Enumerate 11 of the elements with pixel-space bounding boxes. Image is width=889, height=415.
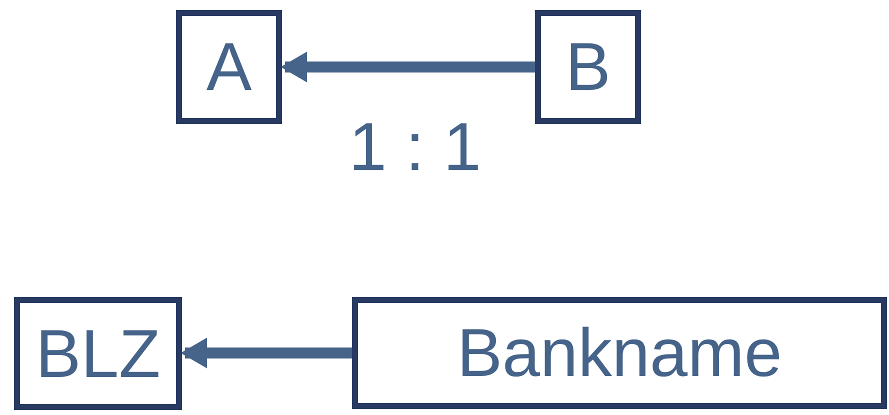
arrow <box>180 338 352 368</box>
entity-box <box>535 10 641 124</box>
arrow <box>280 52 535 82</box>
entity-box <box>176 10 282 124</box>
entity-box <box>352 297 887 409</box>
entity-label: A <box>206 33 252 101</box>
cardinality-label: 1 : 1 <box>348 113 482 181</box>
entity-box <box>14 297 182 410</box>
entity-label: BLZ <box>36 320 160 388</box>
entity-label: B <box>565 33 611 101</box>
entity-label: Bankname <box>456 319 782 387</box>
